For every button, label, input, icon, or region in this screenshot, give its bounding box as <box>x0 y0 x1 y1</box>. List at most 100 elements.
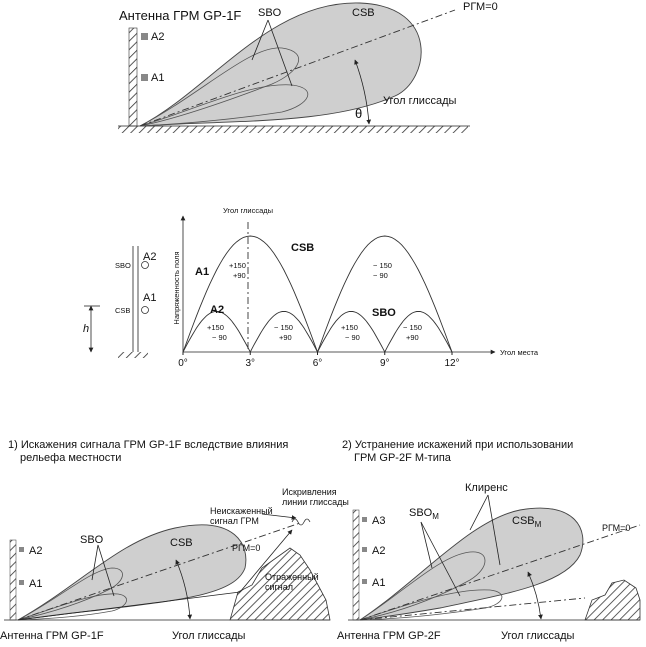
sbo-arch-3 <box>317 310 386 353</box>
middle-antenna: SBO A2 CSB A1 h <box>83 246 156 358</box>
mid-sbo-label: SBO <box>115 261 131 270</box>
bl-undistorted-line-2: сигнал ГРМ <box>210 516 259 526</box>
mod-label: +90 <box>279 333 292 342</box>
a2-element <box>141 261 149 269</box>
glide-path-line <box>359 524 641 621</box>
x-tick-label: 3° <box>245 358 255 369</box>
csb-arch-2 <box>317 235 453 353</box>
sbo-lobe-upper <box>139 47 300 127</box>
br-glide-angle-label: Угол глиссады <box>501 630 574 642</box>
top-antenna-label: Антенна ГРМ GP-1F <box>119 8 241 23</box>
br-sbo-label: SBOM <box>409 507 439 521</box>
a1-element <box>19 580 24 585</box>
glide-path-line <box>139 9 456 127</box>
caption-2-line-2: ГРМ GP-2F М-типа <box>354 452 452 464</box>
top-theta-label: θ <box>355 106 362 121</box>
top-glide-angle-label: Угол глиссады <box>383 95 456 107</box>
antenna-mast <box>352 509 360 621</box>
br-a3-label: A3 <box>372 515 385 527</box>
bottom-left-diagram: Антенна ГРМ GP-1F A2 A1 SBO CSB РГМ=0 Не… <box>0 487 349 642</box>
bl-antenna-label: Антенна ГРМ GP-1F <box>0 630 104 642</box>
x-tick-label: 0° <box>178 358 188 369</box>
mod-label: − 150 <box>403 323 422 332</box>
sbo-leader-2 <box>267 19 293 87</box>
terrain <box>229 547 331 621</box>
mid-h-label: h <box>83 323 89 335</box>
sbo-leader-1 <box>251 19 269 61</box>
glide-angle-arrow <box>175 559 193 620</box>
x-tick-label: 9° <box>380 358 390 369</box>
a3-element <box>362 517 367 522</box>
x-tick-label: 6° <box>313 358 323 369</box>
middle-chart: SBO A2 CSB A1 h Напряженность поля Угол … <box>83 206 539 369</box>
x-tick-label: 12° <box>444 358 459 369</box>
reflected-ray-2 <box>239 529 293 593</box>
a1-element <box>141 74 148 81</box>
sbo-arch-2 <box>249 310 318 353</box>
a1-element <box>141 306 149 314</box>
bl-reflected-line-2: сигнал <box>265 582 293 592</box>
glide-angle-arrow <box>354 59 372 125</box>
br-a1-label: A1 <box>372 577 385 589</box>
mod-label: +90 <box>233 271 246 280</box>
top-sbo-label: SBO <box>258 7 282 19</box>
bl-curvature-line-2: линии глиссады <box>282 497 349 507</box>
sbo-lobe-lower <box>17 593 127 621</box>
bl-a1-label: A1 <box>29 578 42 590</box>
terrain <box>584 579 641 621</box>
glide-path-line <box>17 522 301 621</box>
mod-label: − 150 <box>373 261 392 270</box>
csb-m-lobe <box>359 507 584 621</box>
bl-a2-label: A2 <box>29 545 42 557</box>
sbo-arch-4 <box>384 310 453 353</box>
top-rgm-label: РГМ=0 <box>463 1 498 13</box>
a2-element <box>19 547 24 552</box>
br-rgm-label: РГМ=0 <box>602 523 630 533</box>
mod-label: +90 <box>406 333 419 342</box>
bl-reflected-line-1: Отраженный <box>265 572 319 582</box>
bl-curvature-line-1: Искривления <box>282 487 337 497</box>
br-antenna-label: Антенна ГРМ GP-2F <box>337 630 441 642</box>
mod-label: +150 <box>341 323 358 332</box>
mod-label: − 90 <box>212 333 227 342</box>
sbo-m-lobe-upper <box>359 551 486 621</box>
sbo-lobe-upper <box>17 567 123 621</box>
caption-2-line-1: 2) Устранение искажений при использовани… <box>342 439 573 451</box>
br-a2-label: A2 <box>372 545 385 557</box>
mod-label: +150 <box>229 261 246 270</box>
mid-a2-label: A2 <box>143 251 156 263</box>
caption-1-line-2: рельефа местности <box>20 452 121 464</box>
bl-undistorted-line-1: Неискаженный <box>210 506 273 516</box>
br-clearance-label: Клиренс <box>465 482 508 494</box>
mid-csb-label: CSB <box>115 306 130 315</box>
bl-glide-angle-label: Угол глиссады <box>172 630 245 642</box>
chart-marks: 0° 3° 6° 9° 12° <box>178 235 460 369</box>
bl-sbo-label: SBO <box>80 534 104 546</box>
antenna-mast <box>128 27 138 127</box>
mid-sbo-curve-label: SBO <box>372 307 396 319</box>
sbo-m-lobe-lower <box>359 589 503 621</box>
a2-element <box>141 33 148 40</box>
mod-label: +150 <box>207 323 224 332</box>
sbo-arch-1 <box>182 310 251 353</box>
caption-1-line-1: 1) Искажения сигнала ГРМ GP-1F вследстви… <box>8 439 288 451</box>
mod-label: − 150 <box>274 323 293 332</box>
y-axis-label: Напряженность поля <box>172 251 181 324</box>
ground-hatch <box>118 126 468 133</box>
x-axis-label: Угол места <box>500 348 539 357</box>
top-a2-label: A2 <box>151 31 164 43</box>
bottom-right-diagram: Антенна ГРМ GP-2F A3 A2 A1 SBOM Клиренс … <box>337 482 641 642</box>
chart-glide-angle-label: Угол глиссады <box>223 206 273 215</box>
reflected-ray-1 <box>17 591 241 621</box>
a1-element <box>362 579 367 584</box>
curvature-squiggle <box>291 518 311 526</box>
antenna-mast <box>9 539 17 621</box>
bl-csb-label: CSB <box>170 537 193 549</box>
mid-a2-curve-label: A2 <box>210 304 224 316</box>
top-csb-label: CSB <box>352 7 375 19</box>
mid-csb-curve-label: CSB <box>291 242 314 254</box>
csb-arch-1 <box>182 235 318 353</box>
glide-angle-arrow <box>527 571 543 620</box>
